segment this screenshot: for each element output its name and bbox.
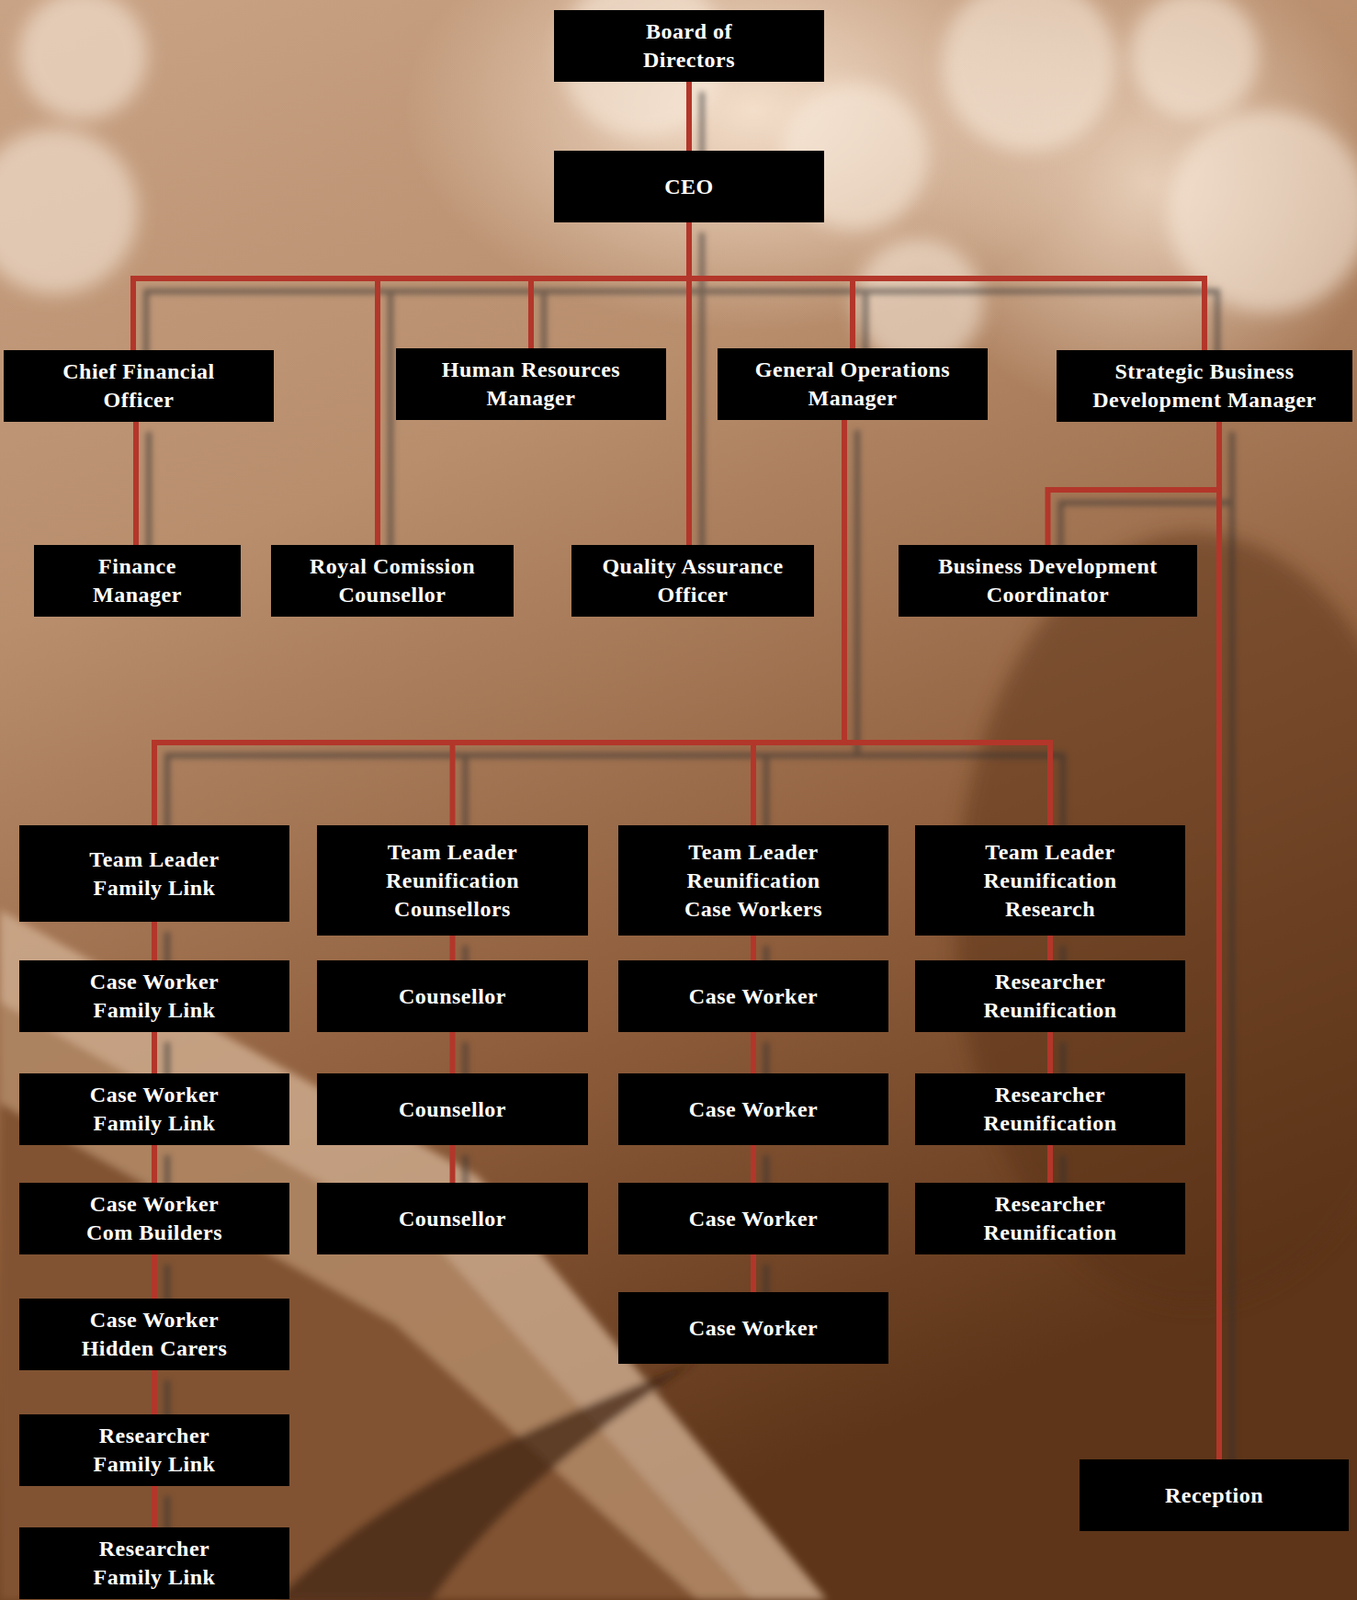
role-title: Team Leader Family Link xyxy=(71,845,238,903)
reporting-line xyxy=(686,81,692,151)
reporting-line xyxy=(689,222,853,349)
reporting-line xyxy=(844,419,1051,826)
role-box: Team Leader Reunification Counsellors xyxy=(316,825,589,936)
role-box: Business Development Coordinator xyxy=(898,544,1198,617)
reporting-line xyxy=(450,1031,456,1074)
role-box: Strategic Business Development Manager xyxy=(1056,350,1353,422)
role-box: Researcher Reunification xyxy=(915,1182,1186,1255)
role-title: Case Worker Com Builders xyxy=(71,1189,238,1247)
reporting-line xyxy=(450,1144,456,1183)
reporting-line xyxy=(151,1485,158,1527)
role-title: Researcher Reunification xyxy=(967,967,1133,1025)
role-box: Team Leader Reunification Research xyxy=(915,825,1186,936)
role-title: Case Worker xyxy=(689,982,818,1011)
role-box: Royal Comission Counsellor xyxy=(271,544,514,617)
role-box: Counsellor xyxy=(316,960,589,1032)
role-box: Human Resources Manager xyxy=(395,348,667,420)
role-title: Team Leader Reunification Counsellors xyxy=(370,837,536,924)
reporting-line xyxy=(750,1031,757,1074)
role-box: Researcher Family Link xyxy=(19,1526,290,1599)
reporting-line xyxy=(151,1369,158,1414)
reporting-line xyxy=(151,1031,158,1074)
role-box: Case Worker xyxy=(618,1073,889,1145)
reporting-line xyxy=(1047,1031,1053,1074)
role-title: Case Worker Hidden Carers xyxy=(71,1305,238,1363)
role-title: Team Leader Reunification Research xyxy=(967,837,1133,924)
role-box: Team Leader Family Link xyxy=(19,825,290,922)
role-title: Royal Comission Counsellor xyxy=(289,552,497,610)
role-box: Counsellor xyxy=(316,1182,589,1255)
role-box: CEO xyxy=(554,150,825,223)
role-title: Case Worker xyxy=(689,1204,818,1233)
role-box: General Operations Manager xyxy=(717,348,988,420)
reporting-line xyxy=(133,421,139,545)
role-box: Researcher Reunification xyxy=(915,960,1186,1032)
role-title: Business Development Coordinator xyxy=(912,552,1184,610)
reporting-line xyxy=(750,935,757,961)
role-title: Quality Assurance Officer xyxy=(582,552,803,610)
role-box: Quality Assurance Officer xyxy=(571,544,815,617)
role-box: Team Leader Reunification Case Workers xyxy=(618,825,889,936)
role-box: Case Worker xyxy=(618,1291,889,1364)
reporting-line xyxy=(377,222,690,545)
role-box: Case Worker Hidden Carers xyxy=(19,1298,290,1370)
role-box: Case Worker Com Builders xyxy=(19,1182,290,1255)
role-box: Researcher Reunification xyxy=(915,1073,1186,1145)
reporting-line xyxy=(133,222,690,351)
role-box: Finance Manager xyxy=(33,544,241,617)
role-title: Chief Financial Officer xyxy=(37,357,240,415)
reporting-line xyxy=(689,222,1205,351)
role-box: Chief Financial Officer xyxy=(3,350,274,422)
role-title: Team Leader Reunification Case Workers xyxy=(670,837,837,924)
role-box: Board of Directors xyxy=(554,10,825,82)
role-box: Case Worker Family Link xyxy=(19,1073,290,1145)
role-title: Counsellor xyxy=(398,1095,507,1124)
role-title: Reception xyxy=(1164,1481,1264,1510)
role-title: Strategic Business Development Manager xyxy=(1066,357,1343,415)
reporting-line xyxy=(151,921,158,961)
role-box: Case Worker Family Link xyxy=(19,960,290,1032)
reporting-line xyxy=(450,935,456,961)
role-title: Researcher Reunification xyxy=(967,1080,1133,1138)
role-title: Researcher Reunification xyxy=(967,1189,1133,1247)
role-title: Case Worker xyxy=(689,1095,818,1124)
role-title: Researcher Family Link xyxy=(71,1421,238,1479)
reporting-line xyxy=(531,222,690,349)
reporting-line xyxy=(1047,935,1053,961)
role-title: Board of Directors xyxy=(615,17,763,75)
role-title: Case Worker Family Link xyxy=(71,1080,238,1138)
reporting-line xyxy=(1216,421,1222,1459)
reporting-line xyxy=(151,1254,158,1299)
reporting-line xyxy=(1048,421,1221,545)
reporting-line xyxy=(1047,1144,1053,1183)
role-box: Researcher Family Link xyxy=(19,1413,290,1486)
role-title: Researcher Family Link xyxy=(71,1534,238,1592)
reporting-line xyxy=(750,1144,757,1183)
role-title: Case Worker Family Link xyxy=(71,967,238,1025)
reporting-line xyxy=(753,419,845,826)
role-title: Case Worker xyxy=(689,1313,818,1343)
reporting-line xyxy=(452,419,846,826)
role-title: CEO xyxy=(664,172,714,202)
role-box: Reception xyxy=(1079,1458,1349,1531)
role-box: Case Worker xyxy=(618,1182,889,1255)
role-title: Human Resources Manager xyxy=(423,355,640,413)
reporting-line xyxy=(154,419,845,826)
role-title: Counsellor xyxy=(398,982,507,1011)
role-title: General Operations Manager xyxy=(740,355,966,413)
role-title: Finance Manager xyxy=(68,552,207,610)
reporting-line xyxy=(151,1144,158,1183)
role-box: Counsellor xyxy=(316,1073,589,1145)
role-box: Case Worker xyxy=(618,960,889,1032)
role-title: Counsellor xyxy=(398,1204,507,1233)
reporting-line xyxy=(750,1254,757,1292)
